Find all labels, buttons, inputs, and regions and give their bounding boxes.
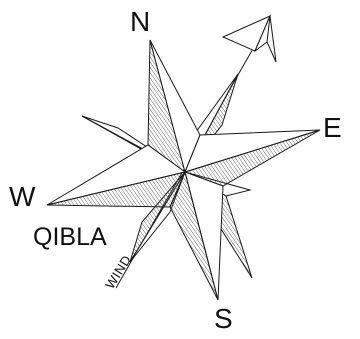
cardinal-star xyxy=(47,40,320,300)
east-label: E xyxy=(323,114,342,142)
west-label: W xyxy=(9,183,35,211)
north-label: N xyxy=(130,8,150,36)
qibla-label: QIBLA xyxy=(33,225,107,250)
south-label: S xyxy=(214,305,233,333)
